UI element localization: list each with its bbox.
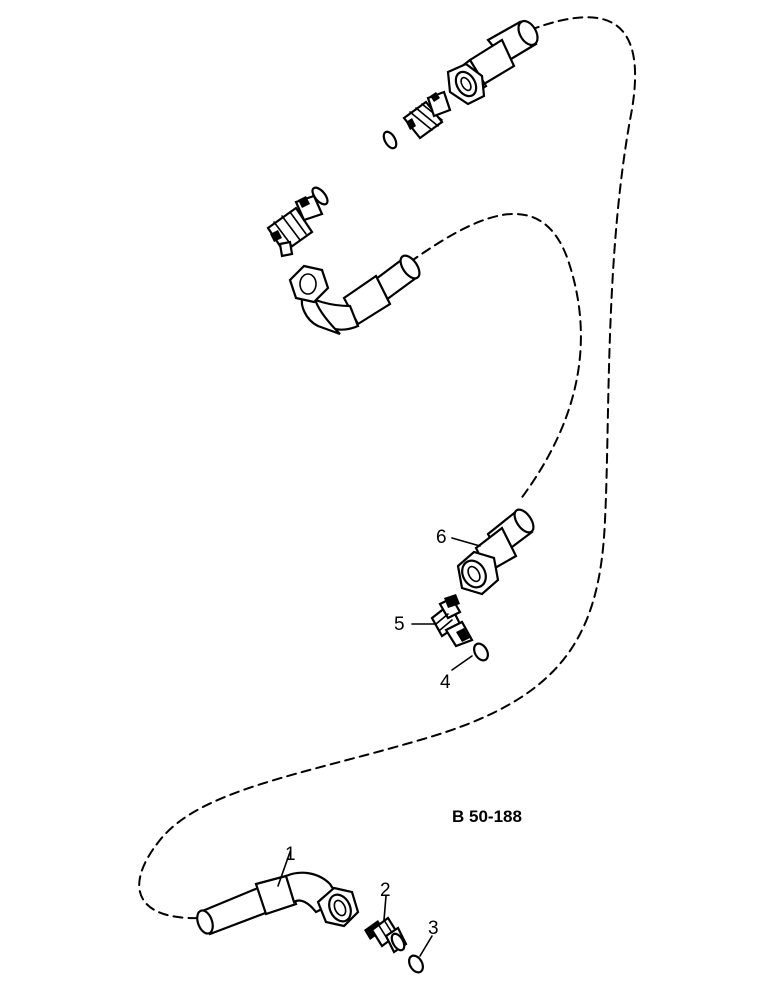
top-straight-hose-end	[446, 19, 539, 106]
part-1-elbow-hose-end	[196, 871, 360, 936]
callout-4-label: 4	[440, 672, 451, 693]
callout-6-leader	[451, 537, 481, 547]
callout-2-label: 2	[380, 880, 391, 901]
hose-path-outer	[138, 16, 637, 920]
upper-left-o-ring	[311, 186, 329, 206]
callout-1-leader	[277, 851, 291, 887]
callout-3-leader	[419, 935, 433, 957]
callout-3-label: 3	[428, 918, 439, 939]
callout-1-label: 1	[285, 844, 296, 865]
top-adapter-fitting	[402, 90, 452, 140]
callout-5-label: 5	[394, 614, 405, 635]
callout-4-leader	[451, 655, 473, 671]
part-5-elbow-adapter	[430, 594, 474, 648]
hose-path-inner	[409, 213, 582, 501]
callout-6-label: 6	[436, 527, 447, 548]
drawing-reference-number: B 50-188	[452, 807, 522, 826]
callout-2-leader	[383, 895, 387, 921]
part-6-straight-hose-end	[456, 508, 535, 596]
upper-elbow-hose-end	[288, 254, 421, 336]
upper-left-adapter-fitting	[266, 194, 324, 258]
part-4-o-ring	[473, 642, 489, 662]
part-2-straight-adapter	[364, 916, 408, 954]
part-3-o-ring	[408, 954, 424, 974]
top-o-ring	[382, 130, 398, 150]
